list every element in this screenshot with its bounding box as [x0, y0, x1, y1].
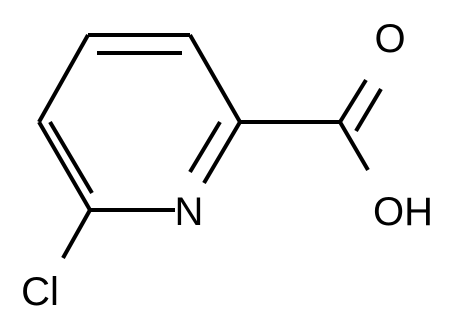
atom-labels: N Cl O OH	[21, 17, 433, 314]
bond-c2-n	[202, 120, 242, 185]
carbonyl-oxygen-label: O	[374, 17, 405, 61]
chlorine-label: Cl	[21, 270, 59, 314]
bond-c5-c4	[37, 34, 90, 123]
bond-c6-cl	[61, 209, 92, 259]
bond-c-o-double-2	[354, 87, 383, 133]
bond-c3-c2	[188, 34, 242, 123]
bond-c-oh	[338, 120, 370, 172]
hydroxyl-label: OH	[373, 190, 433, 234]
bond-c-o-double	[338, 78, 368, 124]
bond-c2-n-inner	[188, 120, 222, 174]
bonds	[37, 33, 383, 259]
nitrogen-label: N	[175, 190, 204, 234]
bond-c6-c5	[37, 120, 92, 212]
bond-c6-c5-inner	[48, 120, 94, 195]
